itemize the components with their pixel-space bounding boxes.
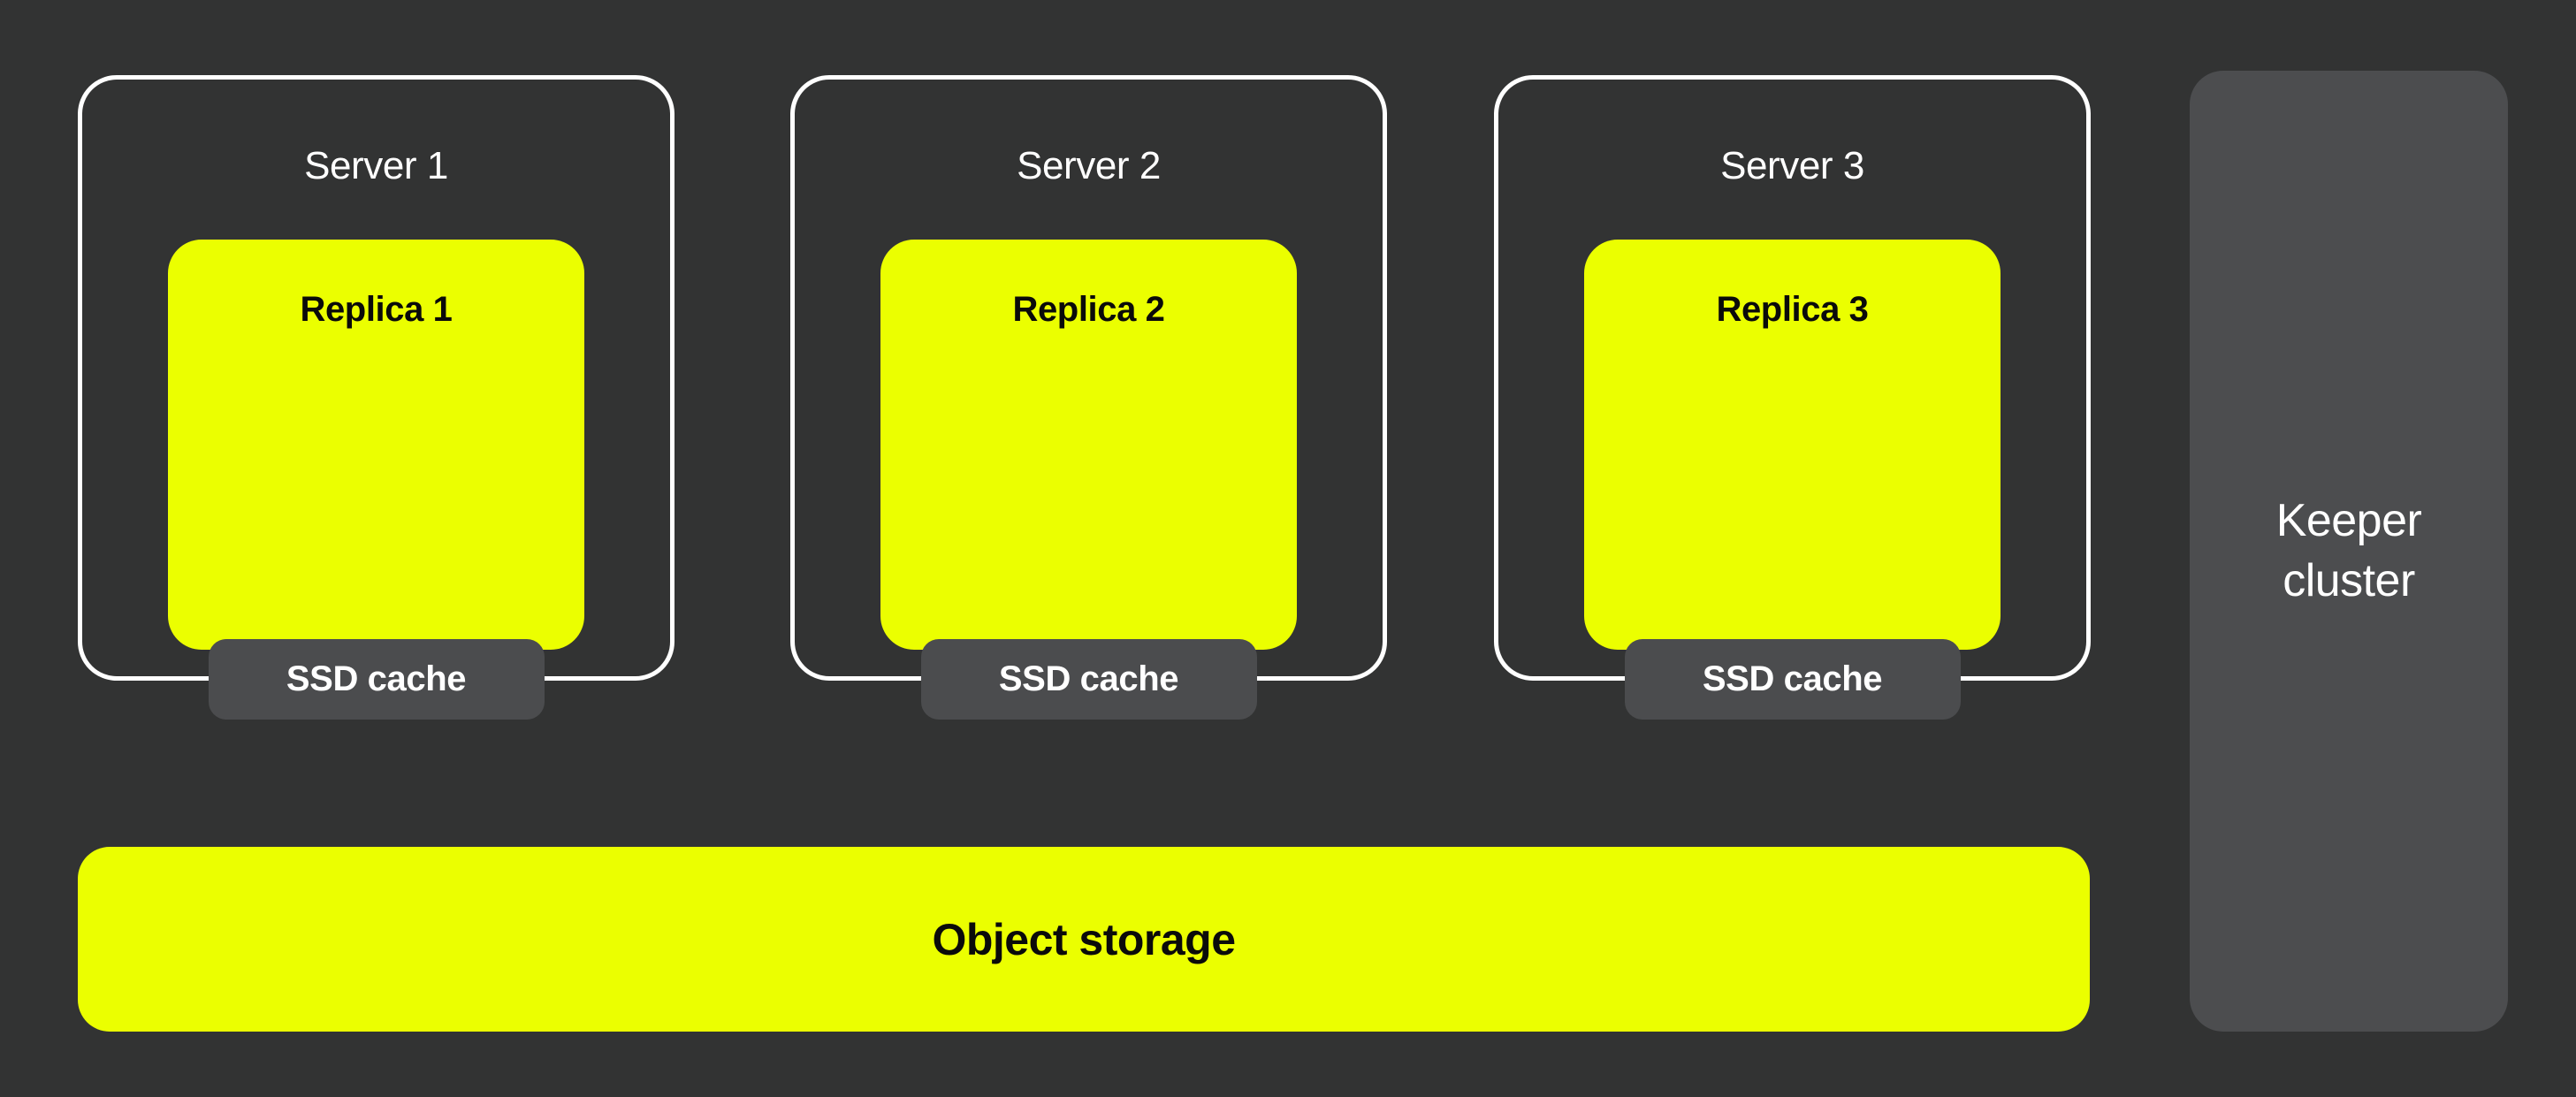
server-box-1: Server 1 Replica 1 SSD cache — [78, 75, 674, 720]
replica-box-3: Replica 3 — [1584, 240, 2001, 650]
ssd-cache-badge-3: SSD cache — [1624, 639, 1961, 720]
ssd-cache-2-label: SSD cache — [998, 659, 1179, 698]
ssd-cache-badge-1: SSD cache — [208, 639, 545, 720]
ssd-cache-3-label: SSD cache — [1702, 659, 1883, 698]
replica-2-title: Replica 2 — [1012, 290, 1165, 329]
replica-1-title: Replica 1 — [300, 290, 453, 329]
ssd-cache-1-label: SSD cache — [286, 659, 467, 698]
server-2-title: Server 2 — [1017, 144, 1161, 187]
replica-3-title: Replica 3 — [1716, 290, 1869, 329]
server-box-2: Server 2 Replica 2 SSD cache — [790, 75, 1387, 720]
keeper-cluster-label: Keeper cluster — [2275, 494, 2422, 606]
keeper-cluster-box: Keeper cluster — [2190, 71, 2508, 1032]
object-storage-bar: Object storage — [78, 847, 2090, 1032]
replica-box-2: Replica 2 — [880, 240, 1297, 650]
server-1-title: Server 1 — [304, 144, 448, 187]
replica-box-1: Replica 1 — [168, 240, 584, 650]
object-storage-label: Object storage — [932, 914, 1236, 964]
server-box-3: Server 3 Replica 3 SSD cache — [1494, 75, 2091, 720]
ssd-cache-badge-2: SSD cache — [920, 639, 1257, 720]
server-3-title: Server 3 — [1720, 144, 1864, 187]
